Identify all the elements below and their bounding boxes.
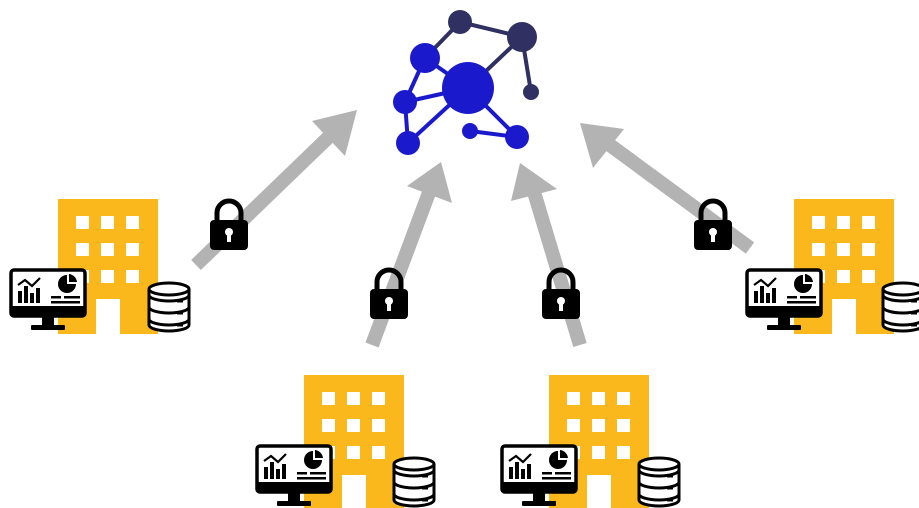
database-icon — [881, 281, 919, 333]
site-left — [9, 199, 191, 334]
database-icon — [392, 456, 436, 508]
arrow-bottom-left-site — [365, 162, 452, 348]
site-bottom-left — [255, 375, 436, 508]
network-graph-icon — [393, 10, 539, 155]
padlock-icon — [694, 201, 732, 250]
site-right — [745, 199, 919, 334]
database-icon — [147, 281, 191, 333]
site-bottom-right — [500, 375, 681, 508]
padlock-icon — [370, 270, 408, 319]
database-icon — [637, 456, 681, 508]
padlock-icon — [210, 201, 248, 250]
